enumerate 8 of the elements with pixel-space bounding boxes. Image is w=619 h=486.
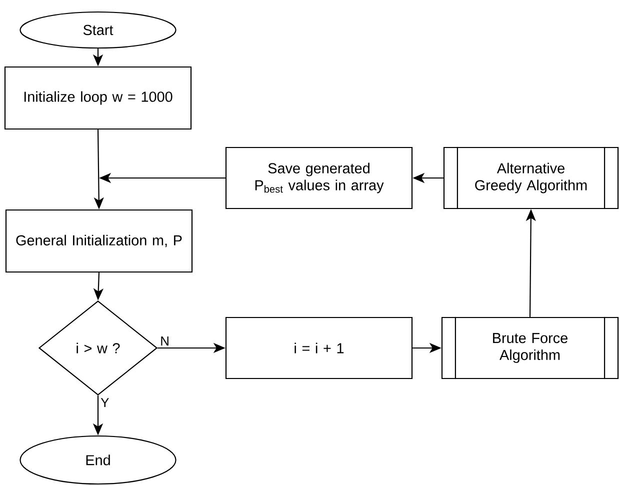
edge-label: N xyxy=(161,336,168,346)
process-box: Initialize loop w = 1000 xyxy=(4,66,192,130)
process-box: Save generated P$_{best}$ values in array xyxy=(225,146,413,210)
subprocess-box: Brute Force Algorithm xyxy=(441,316,619,380)
process-box: General Initialization m, P xyxy=(5,209,193,273)
edge-label: Y xyxy=(100,398,109,407)
process-box: i = i + 1 xyxy=(225,316,413,380)
subprocess-box: Alternative Greedy Algorithm xyxy=(443,146,619,210)
